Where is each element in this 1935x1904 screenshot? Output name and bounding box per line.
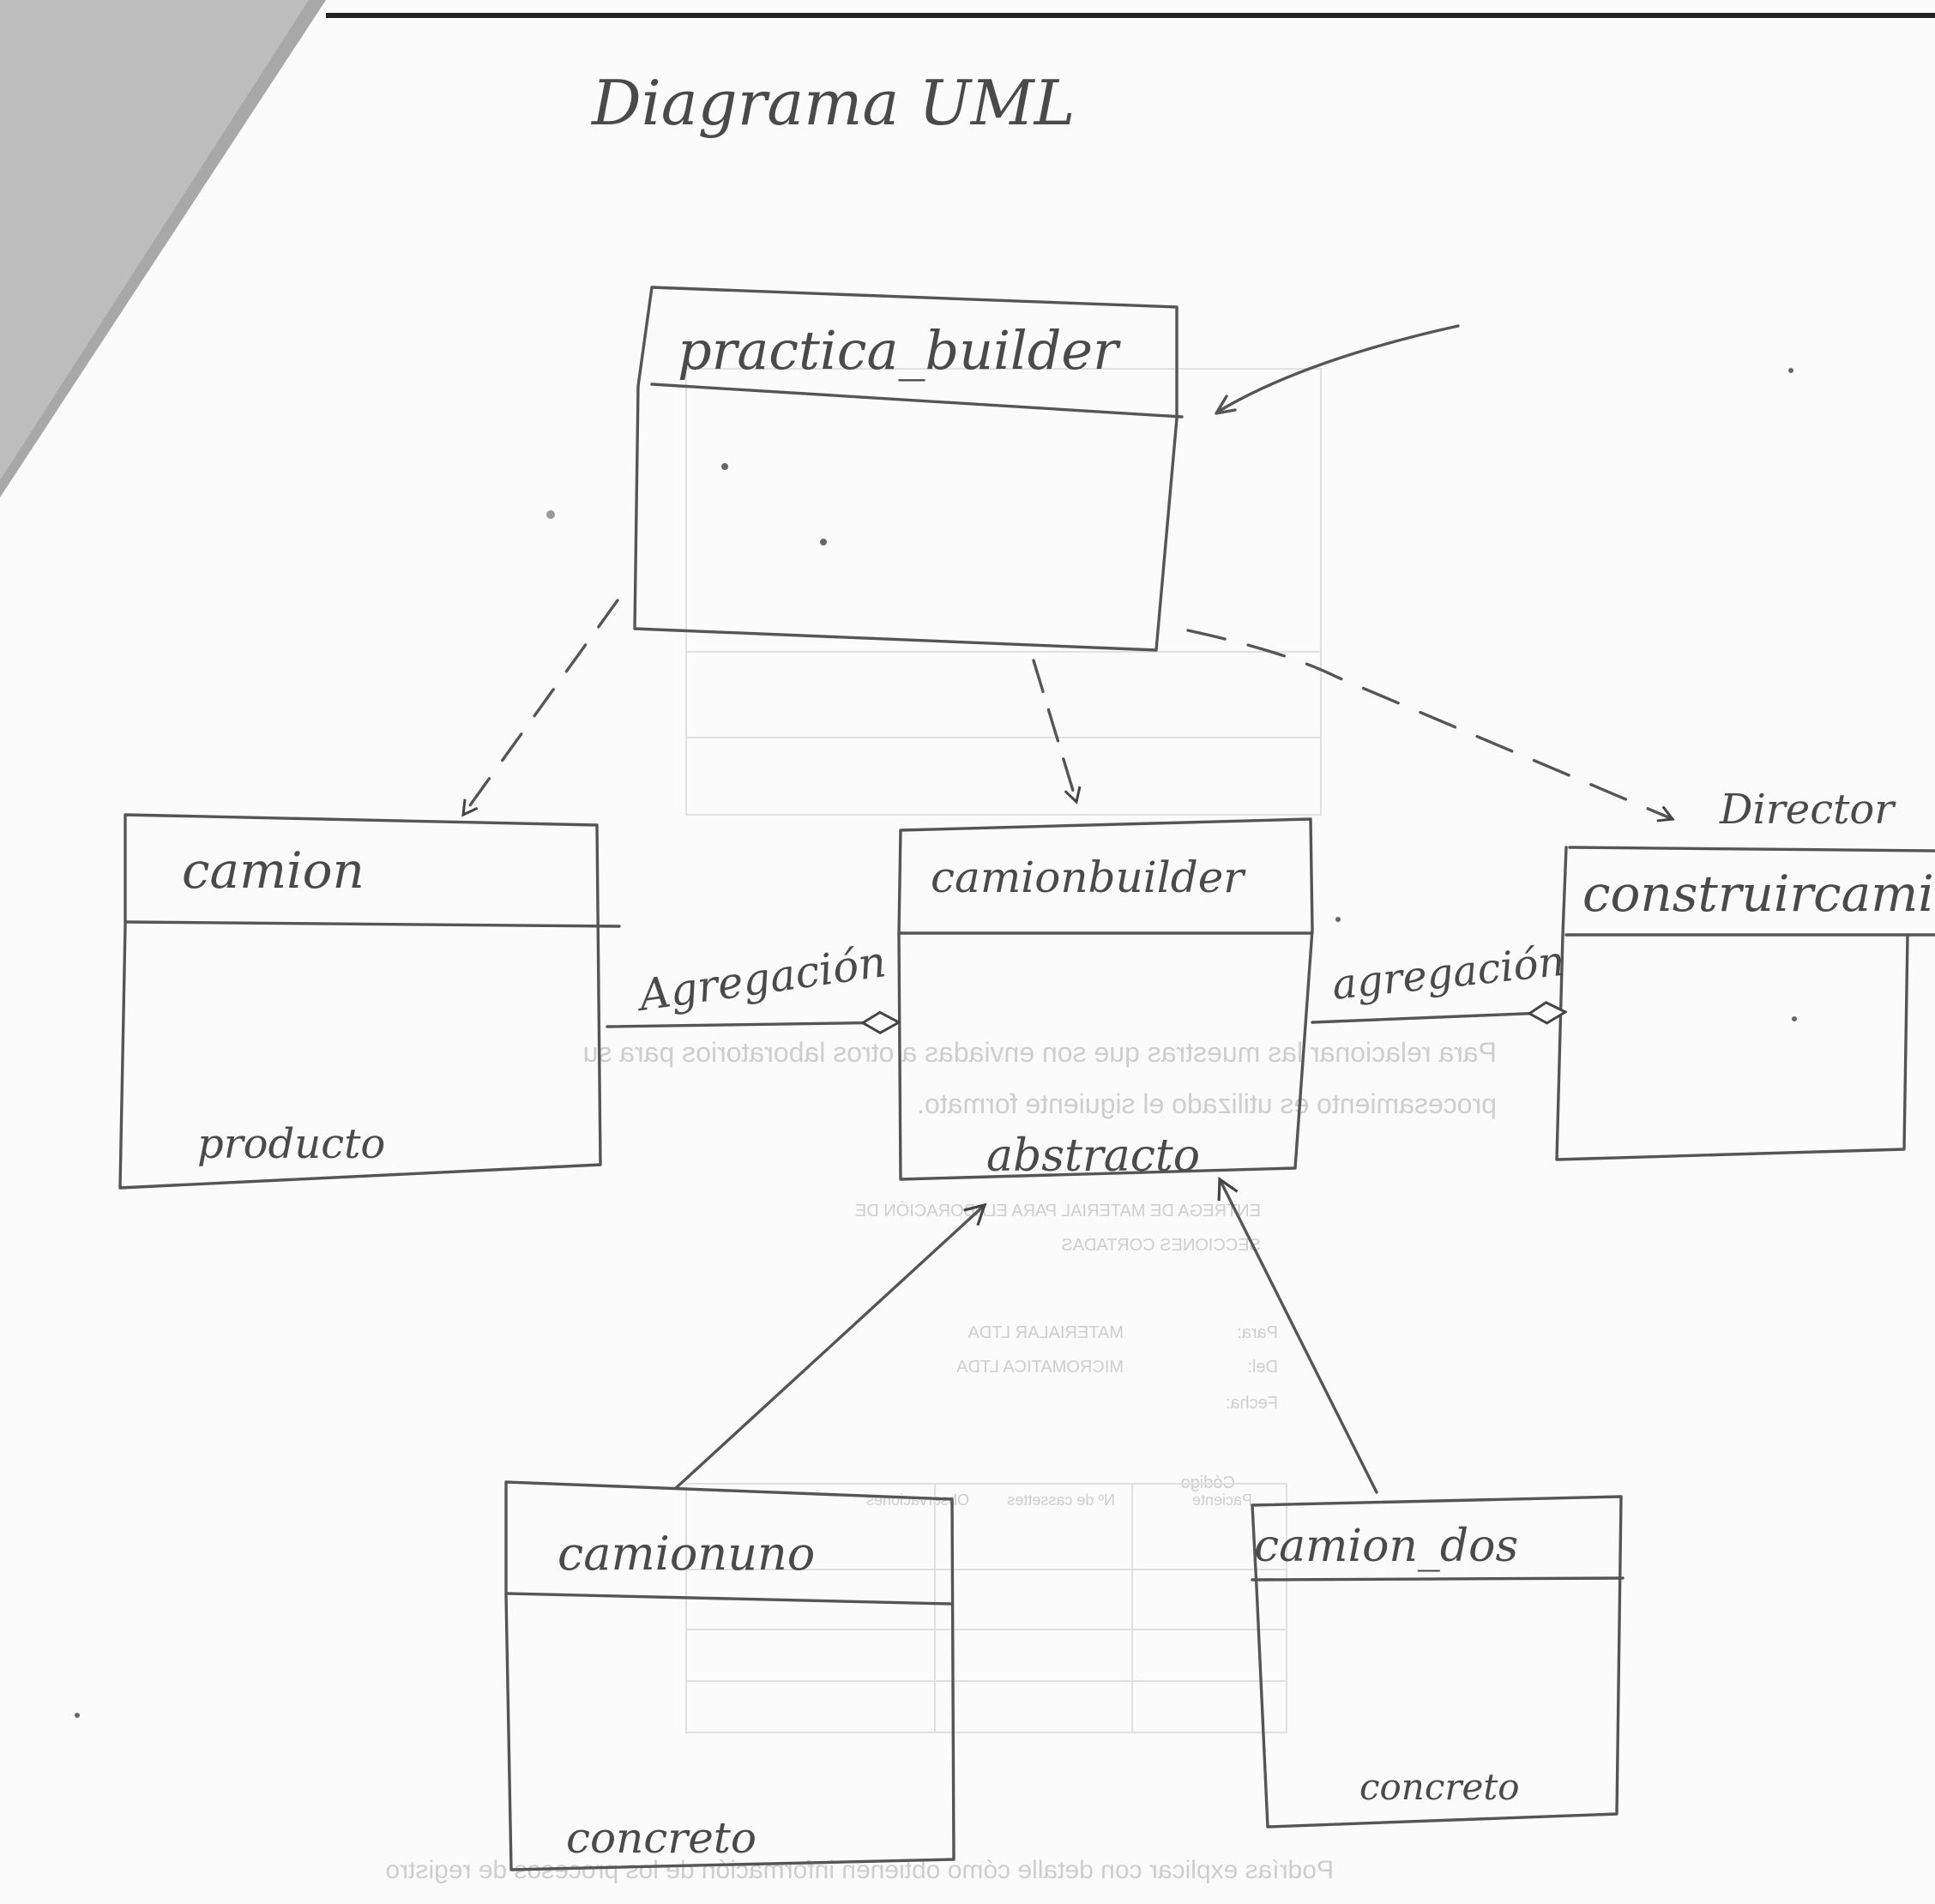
dependency-arrows xyxy=(461,324,1675,822)
bleed-col-1: Paciente xyxy=(1192,1491,1252,1509)
bleed-line-2: procesamiento es utilizado el siguiente … xyxy=(917,1088,1497,1119)
bleed-heading-2: SECCIONES CORTADAS xyxy=(1061,1236,1261,1255)
bleed-through-text: Para relacionar las muestras que son env… xyxy=(385,368,1497,1884)
paper-specks xyxy=(75,368,1797,1718)
dep-practica-to-camion xyxy=(461,599,619,817)
stray-arrowhead xyxy=(1215,395,1237,415)
class-camionuno: camionuno concreto xyxy=(504,1480,955,1871)
agg-camionbuilder-director xyxy=(1311,1012,1565,1022)
stray-curve xyxy=(1216,324,1460,413)
bleed-para-label: Para: xyxy=(1237,1323,1278,1342)
camion-dos-name: camion_dos xyxy=(1254,1521,1518,1572)
bleed-line-1: Para relacionar las muestras que son env… xyxy=(583,1037,1497,1068)
camionbuilder-name: camionbuilder xyxy=(931,853,1246,902)
aggregation-relations: Agregación agregación xyxy=(606,937,1567,1027)
bleed-table xyxy=(685,368,1322,1733)
class-camionbuilder: camionbuilder abstracto xyxy=(897,817,1314,1182)
camion-name: camion xyxy=(182,841,365,900)
inherit-camionuno xyxy=(674,1202,987,1490)
agg-label-left: Agregación xyxy=(633,937,889,1021)
construircamion-name: construircamio xyxy=(1582,865,1935,923)
agg-camion-camionbuilder xyxy=(606,1022,899,1027)
class-camion: camion producto xyxy=(118,813,621,1190)
bleed-del-value: MICROMATICA LTDA xyxy=(956,1358,1124,1377)
practica-builder-name: practica_builder xyxy=(678,319,1121,382)
inherit-camion-dos xyxy=(1217,1177,1378,1494)
diagram-title: Diagrama UML xyxy=(590,67,1075,139)
bleed-col-3: Observaciones xyxy=(866,1491,969,1509)
camion-dos-stereotype: concreto xyxy=(1359,1766,1519,1808)
dep-practica-to-director xyxy=(1186,629,1675,822)
bleed-col-2: Nº de cassettes xyxy=(1007,1491,1115,1509)
bleed-del-label: Del: xyxy=(1247,1358,1278,1377)
bleed-fecha-label: Fecha: xyxy=(1226,1394,1278,1413)
bleed-heading-1: ENTREGA DE MATERIAL PARA ELABORACIÓN DE xyxy=(855,1201,1261,1220)
agg-label-right: agregación xyxy=(1329,937,1566,1009)
camionbuilder-stereotype: abstracto xyxy=(986,1130,1200,1182)
construircamion-role: Director xyxy=(1719,786,1896,834)
inheritance-arrows xyxy=(674,1177,1378,1494)
class-construircamion: construircamio Director xyxy=(1555,786,1935,1161)
dep-practica-to-camionbuilder xyxy=(1032,659,1082,804)
camionuno-name: camionuno xyxy=(558,1527,815,1581)
class-practica-builder: practica_builder xyxy=(633,286,1184,652)
class-camion-dos: camion_dos concreto xyxy=(1251,1495,1625,1829)
camionuno-stereotype: concreto xyxy=(566,1813,757,1863)
camion-stereotype: producto xyxy=(197,1120,385,1168)
bleed-para-value: MATERIALAR LTDA xyxy=(968,1323,1124,1342)
